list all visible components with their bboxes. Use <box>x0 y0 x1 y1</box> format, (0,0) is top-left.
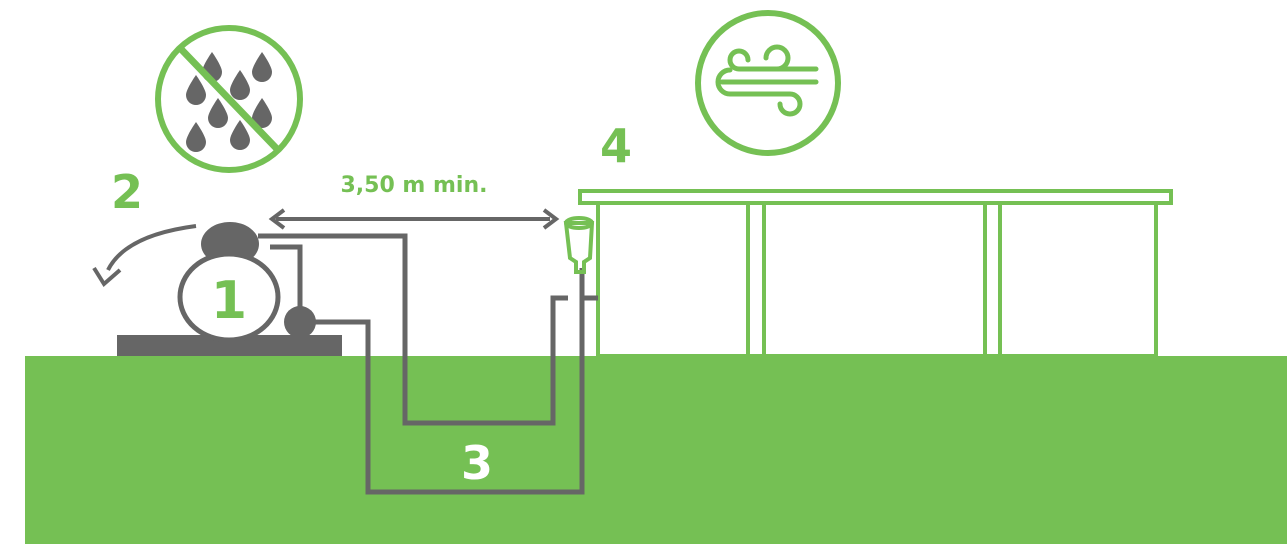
label-1: 1 <box>211 271 247 331</box>
label-4: 4 <box>600 119 632 173</box>
pool-walls <box>596 201 1158 358</box>
pump-outlet-bulb <box>284 306 316 338</box>
no-rain-icon <box>155 25 303 173</box>
label-2: 2 <box>111 165 143 219</box>
pipe-connector <box>270 244 303 322</box>
pipes <box>258 233 585 495</box>
label-3: 3 <box>461 436 493 490</box>
distance-indicator: 3,50 m min. <box>268 173 560 230</box>
pool-filter <box>563 216 595 274</box>
pipe-outer <box>300 268 585 495</box>
pump-base-slab <box>117 335 342 356</box>
rotation-arc <box>106 224 197 271</box>
ground <box>25 356 1287 544</box>
rotation-arrowhead <box>92 266 122 288</box>
heat-pump: 1 <box>177 222 316 343</box>
distance-label: 3,50 m min. <box>340 173 487 198</box>
pump-body <box>177 251 281 343</box>
wind-icon <box>695 10 841 156</box>
pool <box>578 189 1173 358</box>
pipe-inner <box>258 233 568 426</box>
rotation-arrow <box>92 224 197 288</box>
